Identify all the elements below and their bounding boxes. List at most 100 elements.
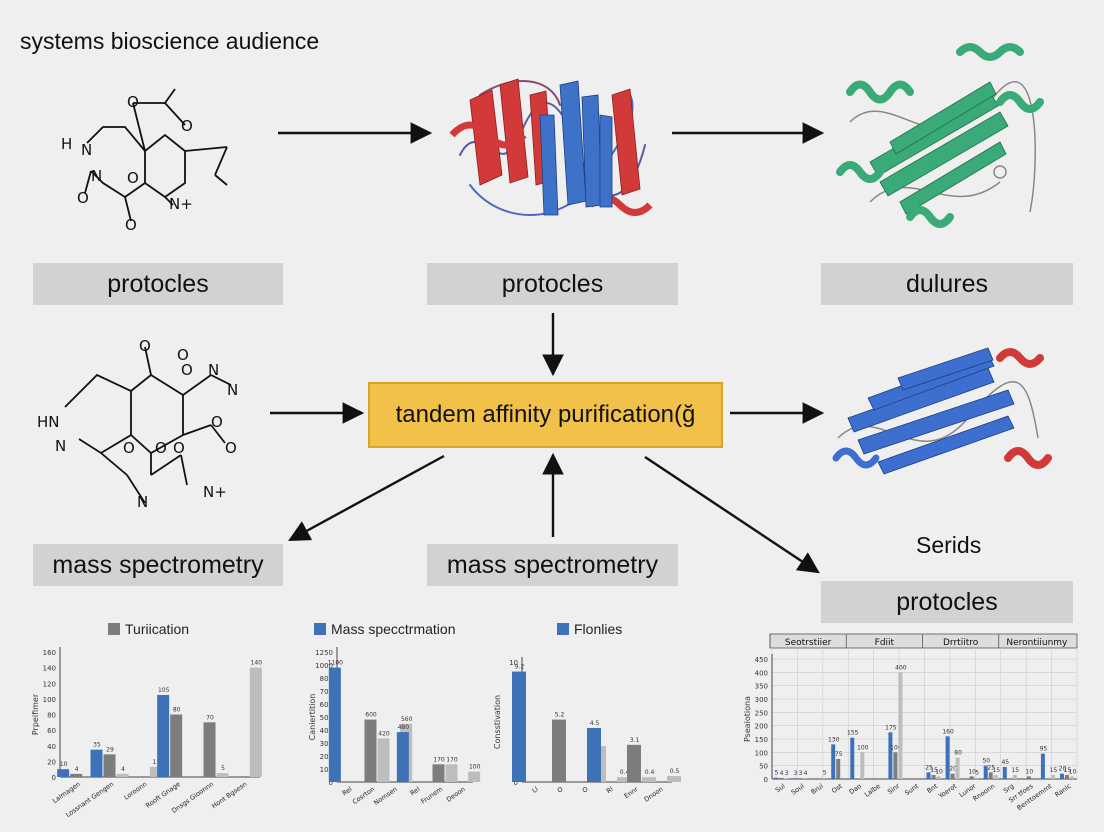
bar [1002, 767, 1007, 779]
x-tick-label: Rnoonn [971, 782, 996, 803]
bar-value-label: 10 [935, 768, 943, 775]
chart1-legend-label: Turiication [125, 621, 190, 637]
bar [377, 738, 390, 782]
protein-structure-red-blue [449, 78, 653, 216]
x-tick-label: Dao [848, 782, 863, 796]
bar [898, 672, 903, 779]
bar [1069, 776, 1074, 779]
bar-value-label: 3 [794, 770, 798, 777]
y-tick-label: 350 [755, 683, 768, 691]
mol2-atom: O [225, 439, 237, 457]
bar-value-label: 100 [857, 744, 869, 751]
x-tick-label: Ost [830, 782, 844, 795]
y-tick-label: 0 [514, 779, 518, 787]
mol1-atom: N [81, 141, 92, 159]
bar [1064, 775, 1069, 779]
x-tick-label: Rl [605, 785, 615, 795]
bar [945, 736, 950, 779]
bar [836, 759, 841, 779]
bar [1059, 773, 1064, 779]
y-tick-label: 1000 [315, 662, 333, 670]
arrow-center-to-protocles-right [644, 456, 820, 574]
bar [149, 766, 162, 777]
x-tick-label: Lalmagen [51, 780, 82, 805]
y-tick-label: 40 [47, 743, 56, 751]
bar-value-label: 10 [1069, 768, 1077, 775]
bar-value-label: 9.2 [515, 664, 525, 671]
x-tick-label: Soul [790, 782, 806, 797]
bar-value-label: 0.4 [620, 769, 630, 776]
bar [974, 777, 979, 779]
bar [931, 775, 936, 779]
bar [103, 754, 116, 777]
y-tick-label: 300 [320, 740, 333, 748]
bar-value-label: 170 [433, 756, 445, 763]
bar [1026, 776, 1031, 779]
bar [969, 776, 974, 779]
bar [249, 667, 262, 777]
bar-value-label: 10 [968, 768, 976, 775]
bar-value-label: 3 [799, 770, 803, 777]
bar-value-label: 160 [942, 728, 954, 735]
bar [988, 772, 993, 779]
bar-value-label: 20 [949, 766, 957, 773]
bar-value-label: 100 [469, 764, 481, 771]
y-tick-label: 20 [47, 758, 56, 766]
bar-value-label: 95 [1040, 746, 1048, 753]
x-tick-label: Deoon [445, 785, 467, 804]
bar-value-label: 600 [365, 712, 377, 719]
bar-value-label: 4 [804, 770, 808, 777]
y-tick-label: 200 [755, 723, 768, 731]
bar [116, 773, 129, 777]
chart2-legend-swatch [314, 623, 326, 635]
bar-value-label: 70 [206, 714, 214, 721]
bar [70, 773, 83, 777]
bar-value-label: 4 [75, 766, 79, 773]
bar-value-label: 140 [251, 660, 263, 667]
bar [803, 777, 808, 779]
bar-value-label: 15 [930, 767, 938, 774]
label-protocles-right: protocles [821, 581, 1073, 623]
bar-value-label: 175 [885, 724, 897, 731]
bar [893, 752, 898, 779]
bar-value-label: 4 [780, 770, 784, 777]
bar-value-label: 80 [173, 707, 181, 714]
bar [328, 667, 341, 782]
y-tick-label: 10 [509, 659, 518, 667]
mol1-atom: O [127, 93, 139, 111]
mol1-atom: H [61, 135, 72, 153]
mol1-atom: O [77, 189, 89, 207]
bar [364, 719, 377, 782]
y-axis-label: Caniertition [308, 694, 317, 741]
chart1-legend-swatch [108, 623, 120, 635]
chart1-legend: Turiication [108, 621, 189, 637]
x-tick-label: Lalbe [863, 782, 882, 799]
mol2-atom: O [181, 361, 193, 379]
y-tick-label: 1250 [315, 649, 333, 657]
x-tick-label: Ennr [623, 785, 640, 800]
label-dulures: dulures [821, 263, 1073, 305]
bar-value-label: 5 [775, 770, 779, 777]
y-tick-label: 700 [320, 688, 333, 696]
bar-value-label: 3.1 [630, 737, 640, 744]
y-tick-label: 100 [755, 749, 768, 757]
y-tick-label: 500 [320, 714, 333, 722]
bar-value-label: 0.5 [670, 768, 680, 775]
mol1-atom: O [127, 169, 139, 187]
x-tick-label: Ll [531, 785, 540, 795]
mol2-atom: N+ [203, 483, 227, 501]
table-header-cell: Seotrstiier [785, 638, 832, 648]
bar [1012, 775, 1017, 779]
bar [203, 722, 216, 777]
mol2-atom: O [123, 439, 135, 457]
bar [57, 769, 70, 777]
bar-value-label: 45 [1001, 759, 1009, 766]
bar-value-label: 105 [158, 687, 170, 694]
x-tick-label: Rel [341, 785, 354, 797]
bar-value-label: 10 [60, 761, 68, 768]
bar-value-label: 5.2 [555, 712, 565, 719]
mol2-atom: N [208, 361, 219, 379]
bar [587, 728, 601, 782]
